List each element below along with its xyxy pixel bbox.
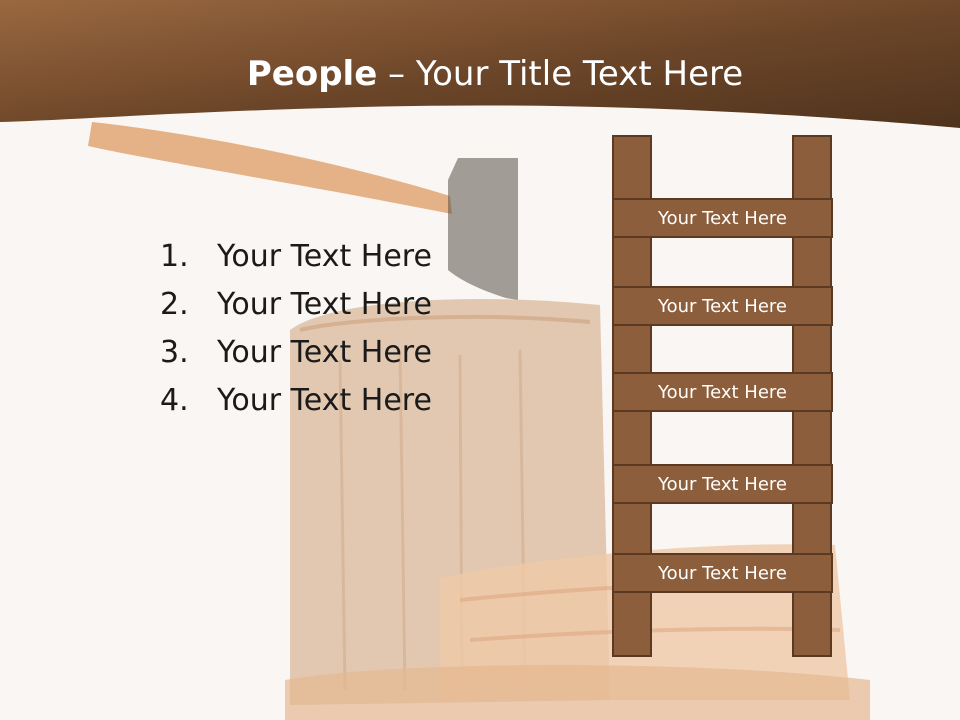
- list-text: Your Text Here: [217, 334, 432, 370]
- slide-title: People – Your Title Text Here: [0, 52, 960, 96]
- list-item: 3. Your Text Here: [160, 328, 580, 376]
- title-rest: – Your Title Text Here: [377, 54, 744, 94]
- title-bold: People: [246, 54, 378, 94]
- list-item: 4. Your Text Here: [160, 376, 580, 424]
- list-text: Your Text Here: [217, 286, 432, 322]
- list-item: 2. Your Text Here: [160, 280, 580, 328]
- list-number: 1.: [160, 238, 189, 274]
- ladder-rung-1: Your Text Here: [612, 198, 833, 238]
- list-number: 4.: [160, 382, 189, 418]
- ladder-rung-3: Your Text Here: [612, 372, 833, 412]
- ladder-rung-4: Your Text Here: [612, 464, 833, 504]
- list-number: 2.: [160, 286, 189, 322]
- ladder-rung-2: Your Text Here: [612, 286, 833, 326]
- list-text: Your Text Here: [217, 382, 432, 418]
- ladder-rung-5: Your Text Here: [612, 553, 833, 593]
- list-text: Your Text Here: [217, 238, 432, 274]
- list-item: 1. Your Text Here: [160, 232, 580, 280]
- numbered-list: 1. Your Text Here 2. Your Text Here 3. Your…: [160, 232, 580, 424]
- header-band: [0, 0, 960, 128]
- list-number: 3.: [160, 334, 189, 370]
- axe-icon: [88, 122, 518, 300]
